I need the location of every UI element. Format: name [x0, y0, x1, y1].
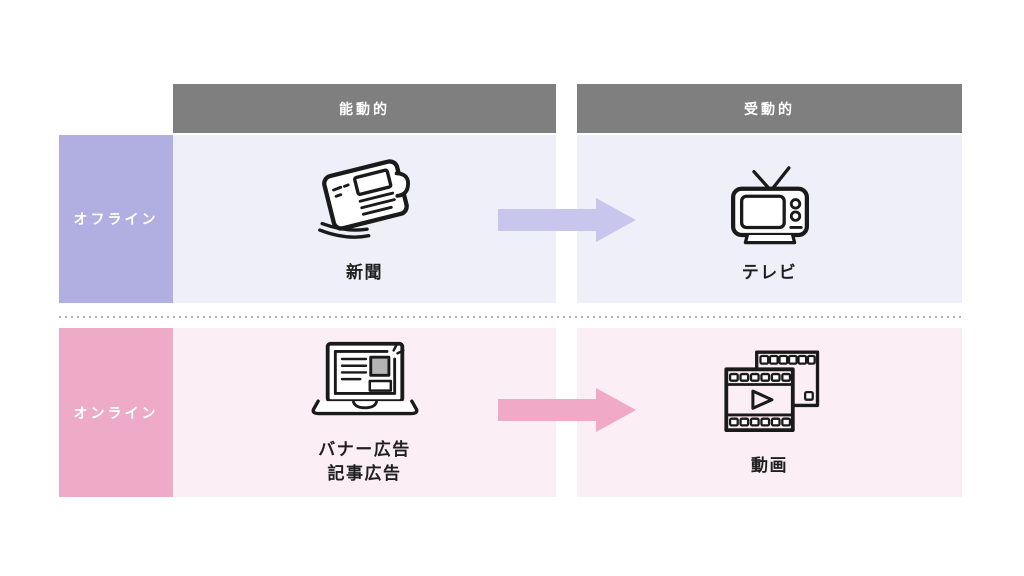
- right-arrow-icon-offline: [498, 198, 636, 242]
- cell-caption-video: 動画: [751, 456, 788, 477]
- column-header-active: 能動的: [173, 84, 556, 133]
- laptop-banner-ad-icon: [311, 342, 418, 416]
- caption-line-2: 記事広告: [327, 464, 402, 484]
- cell-caption-tv: テレビ: [741, 262, 798, 283]
- cell-online-passive: 動画: [577, 328, 962, 497]
- row-label-online: オンライン: [59, 328, 173, 497]
- cell-caption-newspaper: 新聞: [346, 262, 383, 283]
- cell-offline-passive: テレビ: [577, 135, 962, 303]
- newspaper-icon: [317, 158, 410, 239]
- row-label-offline: オフライン: [59, 135, 173, 303]
- caption-line-1: バナー広告: [318, 440, 411, 461]
- tv-icon: [730, 165, 809, 244]
- column-header-passive: 受動的: [577, 84, 962, 133]
- right-arrow-icon-online: [498, 388, 636, 432]
- dotted-divider-line: [59, 316, 963, 318]
- cell-offline-active: 新聞: [173, 135, 556, 303]
- film-strip-icon: [723, 350, 819, 433]
- cell-online-active: バナー広告 記事広告: [173, 328, 556, 497]
- cell-caption-banner-ad: バナー広告 記事広告: [318, 439, 411, 487]
